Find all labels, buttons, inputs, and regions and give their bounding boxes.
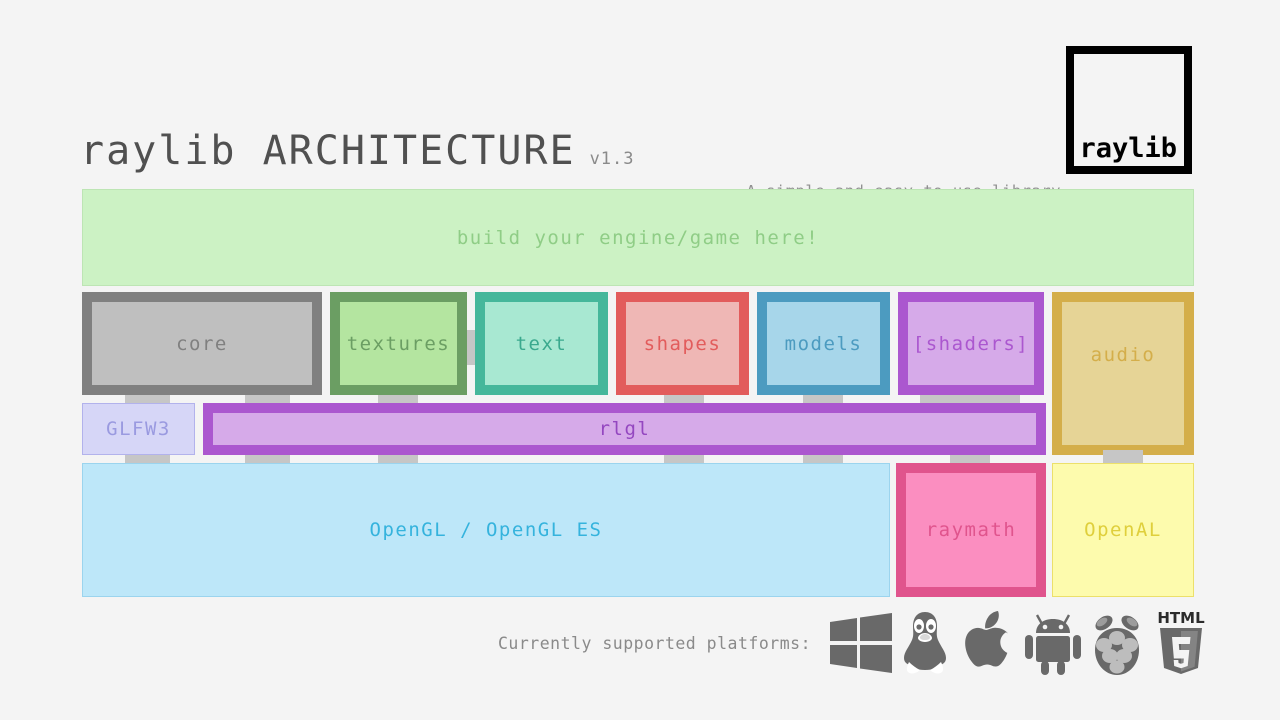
banner-label: build your engine/game here! (456, 226, 820, 249)
module-core-label: core (176, 332, 228, 355)
apple-icon (957, 611, 1021, 675)
html5-icon: HTML (1149, 609, 1213, 675)
module-text-label: text (515, 332, 568, 355)
page-title: raylib ARCHITECTURE v1.3 (80, 128, 635, 174)
connector-tab (1103, 450, 1143, 466)
module-shapes[interactable]: shapes (616, 292, 749, 395)
module-glfw3[interactable]: GLFW3 (82, 403, 195, 455)
module-rlgl-label: rlgl (598, 418, 651, 440)
module-rlgl[interactable]: rlgl (203, 403, 1046, 455)
build-your-game-banner: build your engine/game here! (82, 189, 1194, 286)
platforms-label: Currently supported platforms: (498, 633, 812, 653)
page-title-text: raylib ARCHITECTURE (80, 128, 576, 174)
module-opengl[interactable]: OpenGL / OpenGL ES (82, 463, 890, 597)
module-shapes-label: shapes (643, 332, 722, 355)
supported-platforms: Currently supported platforms: (498, 608, 1205, 678)
module-text[interactable]: text (475, 292, 608, 395)
module-audio-label: audio (1090, 344, 1156, 366)
svg-text:HTML: HTML (1157, 609, 1205, 627)
module-models[interactable]: models (757, 292, 890, 395)
module-shaders-label: [shaders] (912, 332, 1030, 355)
module-openal-label: OpenAL (1084, 519, 1162, 541)
module-raymath[interactable]: raymath (896, 463, 1046, 597)
android-icon (1021, 611, 1085, 675)
module-models-label: models (784, 332, 863, 355)
module-openal[interactable]: OpenAL (1052, 463, 1194, 597)
module-core[interactable]: core (82, 292, 322, 395)
raylib-logo: raylib (1066, 46, 1192, 174)
module-textures[interactable]: textures (330, 292, 467, 395)
module-audio[interactable]: audio (1052, 292, 1194, 455)
windows-icon (829, 611, 893, 675)
module-opengl-label: OpenGL / OpenGL ES (369, 519, 603, 541)
linux-tux-icon (893, 611, 957, 675)
raspberry-pi-icon (1085, 611, 1149, 675)
raylib-logo-text: raylib (1079, 133, 1177, 164)
version-label: v1.3 (589, 149, 635, 169)
module-textures-label: textures (346, 332, 451, 355)
module-shaders[interactable]: [shaders] (898, 292, 1044, 395)
module-raymath-label: raymath (925, 519, 1017, 541)
module-glfw3-label: GLFW3 (106, 418, 171, 440)
platform-icon-list: HTML (829, 609, 1213, 675)
